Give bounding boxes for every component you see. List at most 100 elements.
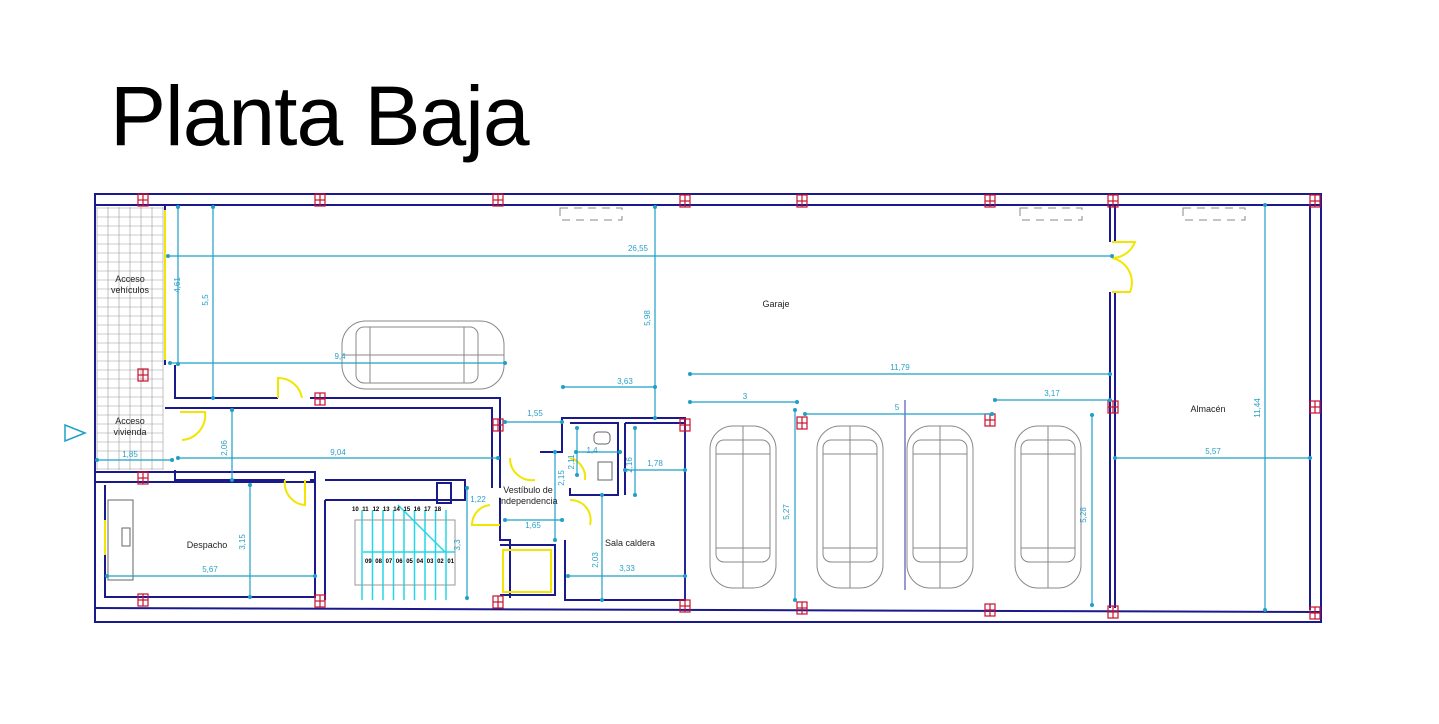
dimension-label: 26,55 [628,244,649,253]
dimension-point [793,598,797,602]
column-icon [137,193,149,207]
dimension-point [1090,413,1094,417]
dimension-point [211,205,215,209]
door-swing-icon [1111,241,1137,293]
stair-number: 10 [352,507,359,513]
column-icon [314,193,326,207]
sink-icon [597,461,613,481]
dimension-point [503,361,507,365]
stair-number: 01 [447,559,454,565]
dimension-point [1113,456,1117,460]
dimension-point [168,361,172,365]
column-icon [984,603,996,617]
column-icon [1107,400,1119,414]
dimension-point [176,456,180,460]
dimension-point [618,450,622,454]
dimension-point [553,538,557,542]
dimension-point [600,598,604,602]
column-icon [1107,605,1119,619]
room-label-vestibulo: Vestíbulo de [503,485,553,495]
dimension-label: 5,67 [202,565,218,574]
stair-number: 12 [373,507,380,513]
dimension-label: 3,17 [1044,389,1060,398]
car-icon [709,425,777,589]
stair-number: 17 [424,507,431,513]
dimension-point [793,408,797,412]
room-label-almacen: Almacén [1190,404,1225,414]
dimension-point [553,450,557,454]
dimension-point [795,400,799,404]
column-icon [137,593,149,607]
stair-number: 05 [406,559,413,565]
dimension-label: 3,63 [617,377,633,386]
dimension-point [503,518,507,522]
dimension-point [575,426,579,430]
dimension-label: 3,3 [453,539,462,551]
dimension-point [990,412,994,416]
column-icon [1309,606,1321,620]
dimension-point [633,426,637,430]
car-icon [341,320,505,390]
column-icon [984,194,996,208]
door-swing-icon [470,504,500,526]
stair-number: 15 [404,507,411,513]
stair-number: 08 [375,559,382,565]
dimension-label: 5 [895,403,900,412]
dimension-label: 5,27 [782,504,791,520]
dimension-label: 1,65 [525,521,541,530]
column-icon [679,418,691,432]
dimension-point [465,596,469,600]
car-icon [1014,425,1082,589]
walls [94,193,1322,623]
cars [341,320,1082,589]
dimension-point [623,468,627,472]
column-icon [492,595,504,609]
dimension-label: 5,57 [1205,447,1221,456]
room-label-acceso-vehiculos: Acceso [115,274,145,284]
dimension-label: 1,85 [122,450,138,459]
dimension-point [600,493,604,497]
stair-number: 16 [414,507,421,513]
dimension-label: 1,4 [586,446,598,455]
dimension-label: 2,03 [591,552,600,568]
dimension-point [683,468,687,472]
door-swing-icon [508,457,536,482]
column-icon [796,416,808,430]
car-icon [906,425,974,589]
stair-number: 14 [393,507,400,513]
room-label-despacho: Despacho [187,540,228,550]
dimension-point [653,416,657,420]
dimension-point [1263,203,1267,207]
stair-number: 11 [362,507,369,513]
dimension-label: 3 [743,392,748,401]
dimension-label: 2,15 [557,470,566,486]
dimension-point [313,574,317,578]
dimension-point [170,458,174,462]
paving-pattern [96,207,164,470]
dimension-point [95,458,99,462]
room-label-garaje: Garaje [762,299,789,309]
dimension-point [1308,456,1312,460]
fixtures [107,431,613,581]
dimension-point [211,396,215,400]
room-label-acceso-vivienda: Acceso [115,416,145,426]
dimension-point [166,254,170,258]
dimension-label: 5,98 [643,310,652,326]
stair-number: 09 [365,559,372,565]
column-icon [1107,194,1119,208]
dimension-label: 9,4 [334,352,346,361]
dimension-point [575,473,579,477]
stair-number: 06 [396,559,403,565]
stair-number: 18 [434,507,441,513]
dimension-point [248,483,252,487]
dimension-point [688,372,692,376]
column-icon [137,471,149,485]
dimension-label: 1,78 [647,459,663,468]
dimension-label: 11,44 [1253,398,1262,418]
door-swing-icon [277,376,303,399]
stair-number: 03 [427,559,434,565]
dimension-point [230,408,234,412]
dimension-point [176,205,180,209]
